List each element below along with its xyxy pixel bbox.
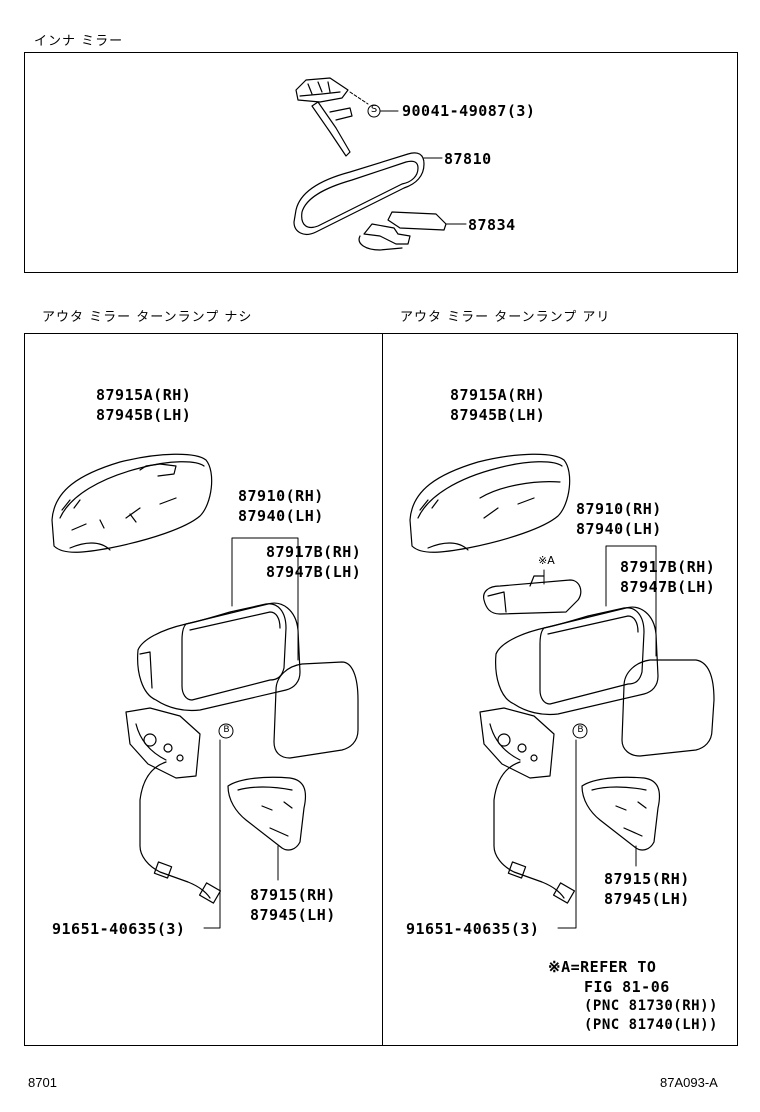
left-ref-b-circle (218, 723, 234, 739)
left-glass-drawing (273, 661, 359, 759)
right-leaders (543, 545, 657, 929)
right-part-glass-rh[interactable]: 87917B(RH) (620, 558, 716, 576)
right-part-body-rh[interactable]: 87910(RH) (576, 500, 662, 518)
screw-symbol-circle (367, 104, 381, 118)
note-pnc-lh: (PNC 81740(LH)) (584, 1017, 718, 1033)
inner-mirror-frame (24, 52, 738, 273)
left-cover-drawing (51, 453, 213, 553)
left-part-glass-rh[interactable]: 87917B(RH) (266, 543, 362, 561)
right-part-glass-lh[interactable]: 87947B(LH) (620, 578, 716, 596)
left-part-cover-lh[interactable]: 87945B(LH) (96, 406, 192, 424)
outer-mirror-turn-lamp-title: アウタ ミラー ターンランプ アリ (400, 310, 611, 325)
right-part-lower-rh[interactable]: 87915(RH) (604, 870, 690, 888)
footer-left-code: 8701 (28, 1075, 57, 1090)
right-harness-drawing (493, 761, 576, 904)
part-number-screw[interactable]: 90041-49087(3) (402, 102, 536, 120)
right-body-drawing (495, 606, 659, 716)
left-leaders (203, 537, 299, 929)
footer-right-code: 87A093-A (660, 1075, 718, 1090)
right-part-cover-lh[interactable]: 87945B(LH) (450, 406, 546, 424)
right-base-drawing (479, 707, 555, 779)
outer-mirror-no-turn-lamp-title: アウタ ミラー ターンランプ ナシ (42, 310, 253, 325)
left-part-cover-rh[interactable]: 87915A(RH) (96, 386, 192, 404)
right-ref-a: ※A (538, 554, 555, 567)
left-part-harness[interactable]: 91651-40635(3) (52, 920, 186, 938)
right-part-body-lh[interactable]: 87940(LH) (576, 520, 662, 538)
outer-mirror-divider (382, 333, 383, 1046)
right-part-cover-rh[interactable]: 87915A(RH) (450, 386, 546, 404)
right-ref-b: B (577, 725, 584, 735)
note-pnc-rh: (PNC 81730(RH)) (584, 998, 718, 1014)
right-lower-cover-drawing (581, 776, 661, 851)
right-part-lower-lh[interactable]: 87945(LH) (604, 890, 690, 908)
right-glass-drawing (621, 659, 715, 757)
left-part-body-lh[interactable]: 87940(LH) (238, 507, 324, 525)
inner-mirror-body-drawing (293, 152, 425, 235)
screw-symbol: S (370, 104, 378, 115)
left-ref-b: B (223, 725, 230, 735)
right-ref-b-circle (572, 723, 588, 739)
part-number-inner-mirror-cover[interactable]: 87834 (468, 216, 516, 234)
note-fig[interactable]: FIG 81-06 (584, 978, 670, 996)
left-base-drawing (125, 707, 201, 779)
note-refer-to: ※A=REFER TO (548, 958, 657, 976)
left-lower-cover-drawing (227, 776, 307, 851)
inner-mirror-title: インナ ミラー (34, 34, 124, 49)
inner-mirror-leaders (349, 91, 467, 225)
inner-mirror-mount-drawing (295, 77, 353, 157)
left-harness-drawing (139, 761, 222, 904)
inner-mirror-cover-drawing (358, 211, 447, 251)
right-part-harness[interactable]: 91651-40635(3) (406, 920, 540, 938)
right-cover-drawing (409, 453, 571, 553)
left-part-glass-lh[interactable]: 87947B(LH) (266, 563, 362, 581)
right-turn-lamp-drawing (483, 575, 582, 615)
part-number-inner-mirror[interactable]: 87810 (444, 150, 492, 168)
outer-mirror-frame (24, 333, 738, 1046)
left-part-body-rh[interactable]: 87910(RH) (238, 487, 324, 505)
left-part-lower-rh[interactable]: 87915(RH) (250, 886, 336, 904)
left-part-lower-lh[interactable]: 87945(LH) (250, 906, 336, 924)
